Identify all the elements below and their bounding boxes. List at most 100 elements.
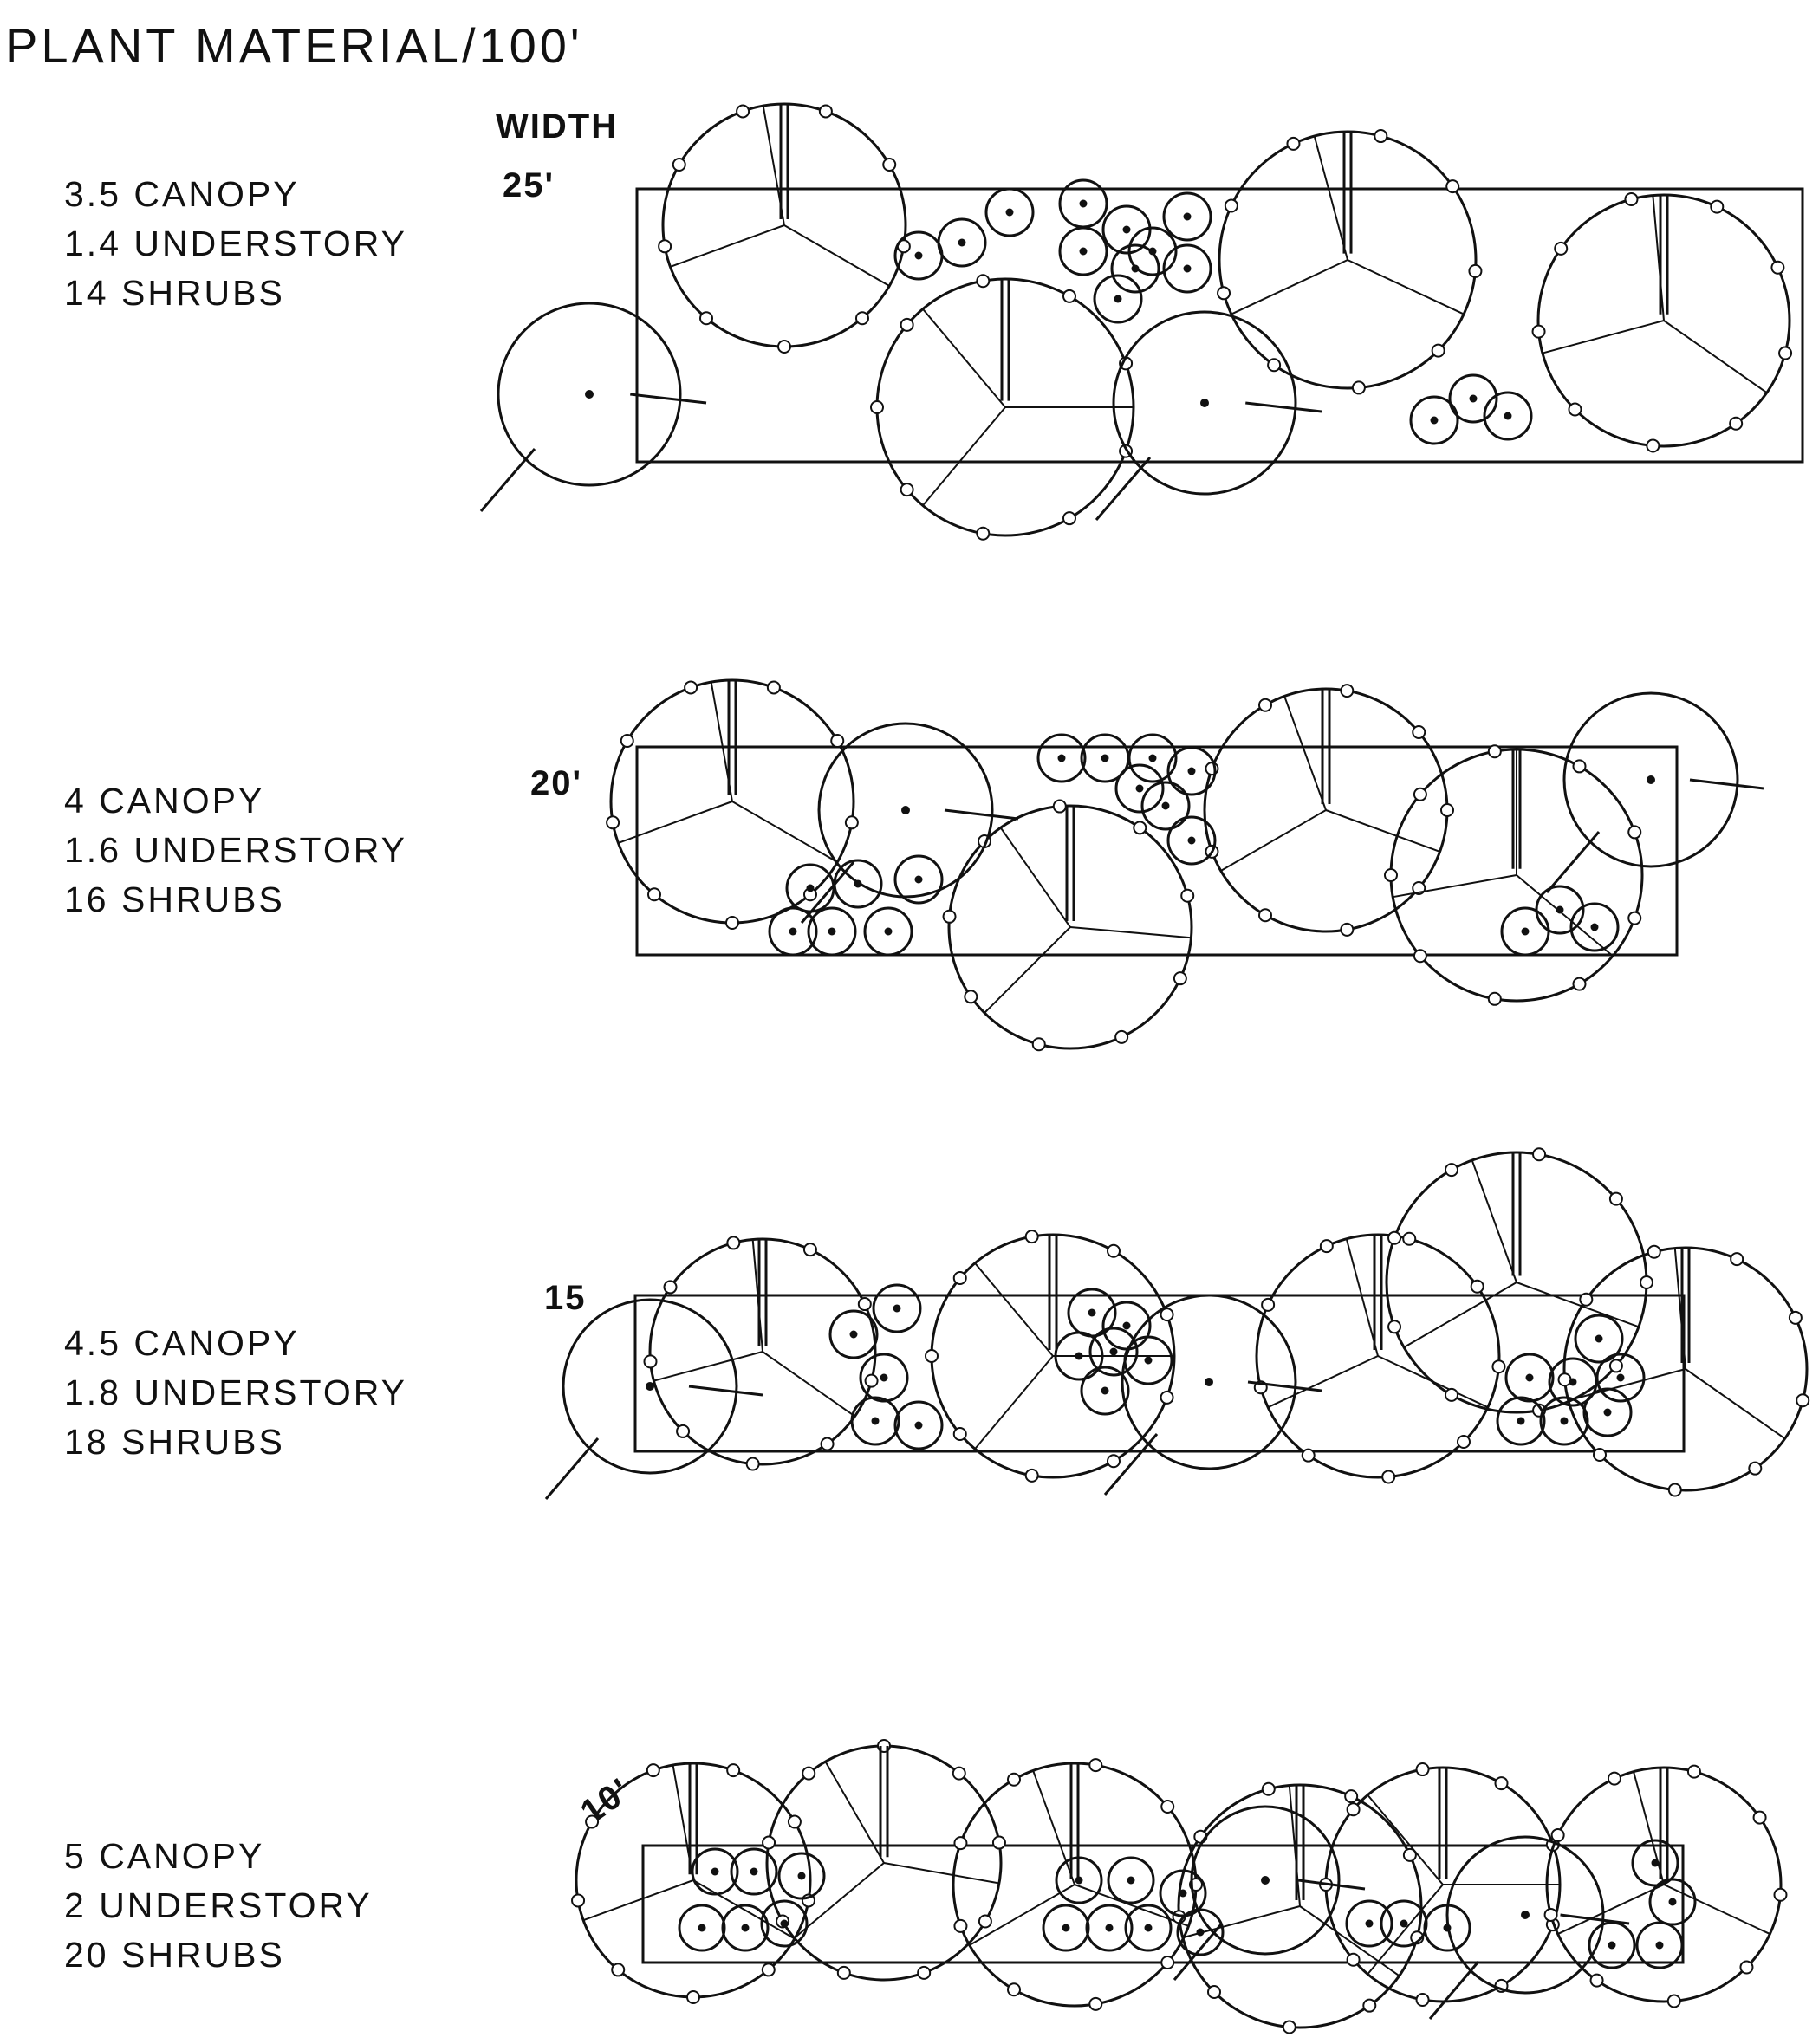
shrub [809, 908, 855, 955]
pointer-tick [1430, 1962, 1478, 2019]
pointer-tick [1245, 403, 1322, 412]
trunk-dot [1648, 777, 1654, 783]
pointer-tick [1248, 1382, 1322, 1391]
pointer-tick [1174, 1924, 1221, 1980]
shrub [852, 1398, 899, 1444]
shrub [1541, 1398, 1588, 1444]
crown-notch [846, 816, 858, 828]
shrub-center-dot [1146, 1358, 1151, 1363]
branch-spoke [1315, 136, 1348, 260]
crown-notch [1348, 1954, 1360, 1966]
shrub-center-dot [1367, 1921, 1372, 1926]
branch-spoke [1221, 810, 1326, 871]
branch-spoke [1070, 927, 1191, 938]
shrub [1178, 1910, 1223, 1955]
shrub-center-dot [1445, 1925, 1450, 1930]
crown-notch [1303, 1450, 1315, 1462]
shrub-center-dot [916, 253, 921, 258]
crown-notch [1740, 1961, 1752, 1973]
shrub-center-dot [1124, 227, 1129, 232]
row-3-understory: 1.8 UNDERSTORY [64, 1372, 407, 1412]
branch-spoke [1367, 1885, 1443, 1974]
branch-spoke [1033, 1770, 1075, 1885]
branch-spoke [1543, 321, 1664, 354]
shrub-center-dot [1081, 201, 1086, 206]
shrub-center-dot [1076, 1878, 1082, 1883]
shrub-center-dot [873, 1418, 878, 1424]
shrub-center-dot [1618, 1375, 1623, 1380]
crown-notch [700, 312, 712, 324]
crown-notch [1174, 972, 1186, 984]
understory-tree-crown [1192, 1807, 1339, 1954]
crown-notch [1341, 685, 1353, 697]
crown-notch [1413, 726, 1425, 738]
crown-notch [1181, 890, 1193, 902]
shrub-center-dot [894, 1306, 900, 1311]
crown-notch [944, 911, 956, 923]
row-3-counts: 4.5 CANOPY 1.8 UNDERSTORY 18 SHRUBS [64, 1319, 407, 1467]
shrub-center-dot [1081, 249, 1086, 254]
shrub-center-dot [1059, 756, 1064, 761]
crown-notch [1388, 1232, 1400, 1244]
branch-spoke [1367, 1795, 1443, 1885]
crown-notch [677, 1425, 689, 1437]
crown-notch [1089, 1759, 1101, 1771]
branch-spoke [618, 801, 732, 843]
branch-spoke [1686, 1369, 1785, 1438]
pointer-tick [1547, 832, 1599, 892]
branch-spoke [884, 1863, 999, 1883]
crown-notch [747, 1458, 759, 1470]
crown-notch [1731, 1253, 1743, 1265]
shrub [1087, 1905, 1132, 1950]
branch-spoke [673, 1765, 693, 1880]
branch-spoke [1290, 1786, 1300, 1906]
diagram-title: PLANT MATERIAL/100' [5, 18, 583, 73]
crown-notch [1341, 924, 1353, 936]
crown-notch [802, 1768, 815, 1780]
crown-notch [1385, 869, 1397, 881]
crown-notch [1469, 265, 1481, 277]
crown-notch [926, 1350, 938, 1362]
crown-notch [1559, 1373, 1571, 1385]
crown-notch [1089, 1998, 1101, 2010]
crown-notch [1445, 1389, 1458, 1401]
shrub [723, 1905, 768, 1950]
crown-notch [1574, 760, 1586, 772]
crown-notch [1353, 381, 1365, 393]
crown-notch [1262, 1299, 1274, 1311]
row-1-understory: 1.4 UNDERSTORY [64, 224, 407, 263]
shrub-center-dot [1527, 1375, 1532, 1380]
crown-notch [820, 105, 832, 117]
row-4-canopy: 5 CANOPY [64, 1836, 265, 1876]
crown-notch [1321, 1240, 1333, 1252]
crown-notch [954, 1272, 966, 1284]
row-3-shrubs: 18 SHRUBS [64, 1422, 285, 1462]
crown-notch [612, 1963, 624, 1976]
crown-notch [1115, 1031, 1127, 1043]
planting-strip-outline [637, 747, 1677, 955]
crown-notch [1417, 1994, 1429, 2006]
understory-tree-crown [498, 303, 680, 485]
pointer-tick [1105, 1434, 1157, 1495]
understory-tree-crown [1447, 1837, 1603, 1993]
crown-notch [1108, 1245, 1120, 1257]
crown-notch [1259, 699, 1271, 711]
branch-spoke [753, 1239, 763, 1352]
crown-notch [687, 1991, 699, 2003]
canopy-tree-crown [650, 1239, 875, 1464]
shrub-center-dot [799, 1873, 804, 1879]
crown-notch [1610, 1193, 1622, 1205]
shrub [1103, 206, 1150, 253]
shrub-center-dot [1185, 214, 1190, 219]
crown-notch [1574, 978, 1586, 990]
crown-notch [572, 1894, 584, 1906]
branch-spoke [1664, 321, 1767, 393]
crown-notch [1489, 745, 1501, 757]
shrub [779, 1853, 824, 1898]
shrub-center-dot [1089, 1310, 1095, 1315]
understory-tree-crown [819, 724, 992, 897]
shrub-center-dot [790, 929, 796, 934]
crown-notch [1608, 1773, 1621, 1785]
understory-tree-crown [563, 1300, 737, 1473]
